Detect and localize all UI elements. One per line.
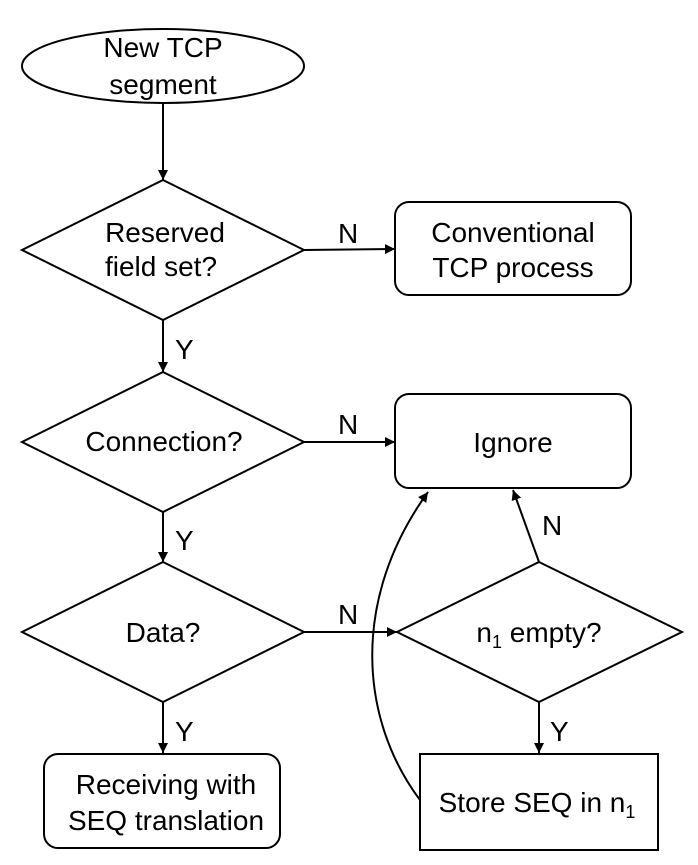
node-start: New TCP segment [21, 28, 305, 104]
node-store-label: Store SEQ in n1 [439, 787, 636, 822]
node-ignore-label: Ignore [473, 427, 552, 458]
node-conventional-line2: TCP process [432, 252, 593, 283]
node-connection-label: Connection? [85, 426, 242, 457]
edge-label-connection-yes: Y [175, 525, 194, 556]
edge-labels: N Y N Y N Y N Y [175, 218, 569, 747]
node-reserved-line2: field set? [105, 251, 217, 282]
node-conventional-process: Conventional TCP process [394, 201, 632, 296]
edge-store-to-ignore [371, 491, 429, 801]
node-n1-empty-prefix: n [476, 617, 492, 648]
node-start-line2: segment [109, 69, 217, 100]
node-receiving-line1: Receiving with [76, 769, 257, 800]
node-store-process: Store SEQ in n1 [419, 753, 659, 851]
node-reserved-line1: Reserved [105, 217, 225, 248]
edge-label-data-no: N [338, 599, 358, 630]
node-n1-empty-suffix: empty? [502, 617, 602, 648]
node-receiving-line2: SEQ translation [68, 805, 264, 836]
edge-label-data-yes: Y [175, 716, 194, 747]
edge-reserved-to-conventional [303, 244, 396, 255]
node-store-prefix: Store SEQ in n [439, 787, 626, 818]
edge-label-n1-no: N [542, 510, 562, 541]
node-conventional-line1: Conventional [431, 217, 594, 248]
node-n1-empty-subscript: 1 [492, 632, 502, 652]
node-reserved-decision: Reserved field set? [19, 178, 307, 322]
node-n1-empty-label: n1 empty? [476, 617, 601, 652]
edge-label-n1-yes: Y [550, 716, 569, 747]
node-data-decision: Data? [19, 560, 307, 704]
edge-n1empty-to-ignore [511, 489, 540, 563]
edge-label-reserved-yes: Y [175, 334, 194, 365]
node-data-label: Data? [126, 617, 201, 648]
edge-label-connection-no: N [338, 409, 358, 440]
node-n1-empty-decision: n1 empty? [394, 560, 685, 704]
edge-label-reserved-no: N [338, 218, 358, 249]
node-ignore: Ignore [394, 393, 632, 489]
node-start-line1: New TCP [103, 32, 222, 63]
node-connection-decision: Connection? [19, 370, 307, 514]
edges [158, 103, 544, 801]
node-store-subscript: 1 [625, 802, 635, 822]
node-receiving-process: Receiving with SEQ translation [43, 753, 281, 849]
